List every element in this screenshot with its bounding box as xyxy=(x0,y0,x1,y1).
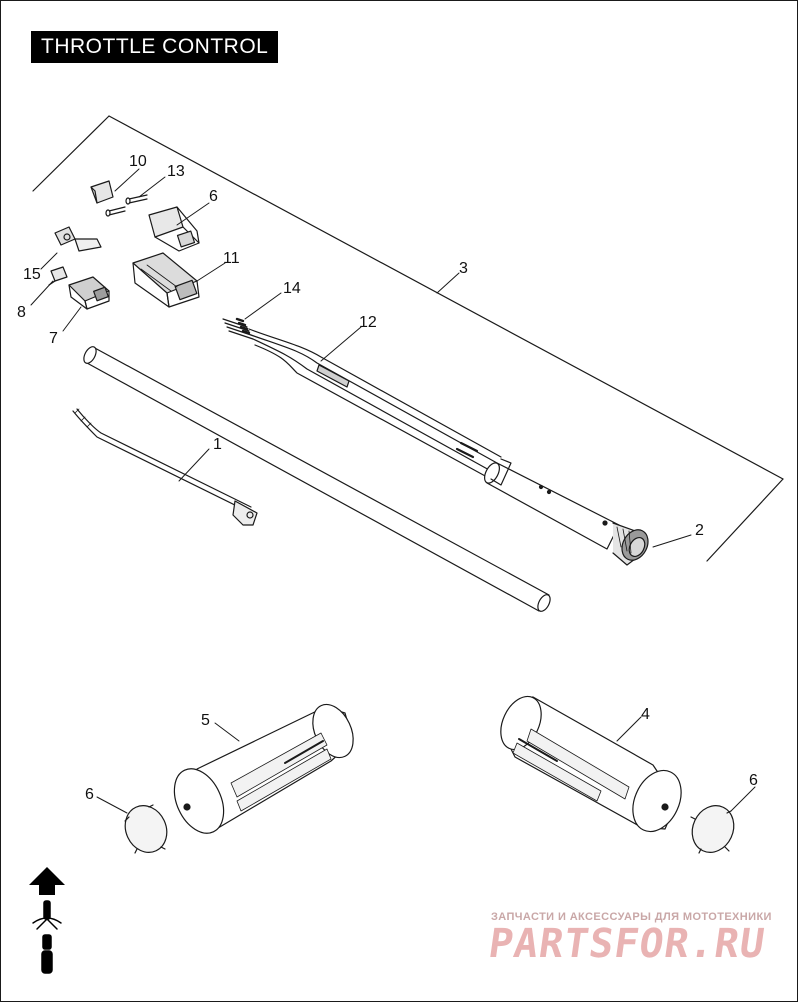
callout-6-right: 6 xyxy=(749,772,758,789)
callout-2: 2 xyxy=(695,522,704,539)
part-6-left-end-cap xyxy=(124,804,168,854)
callout-1: 1 xyxy=(213,436,222,453)
part-5-left-grip xyxy=(173,703,354,834)
callout-labels: 10 13 6 15 11 8 7 14 12 3 1 2 4 5 6 6 xyxy=(17,153,758,803)
callout-14: 14 xyxy=(283,280,301,297)
part-12-harness xyxy=(248,328,502,478)
part-7-connector xyxy=(148,206,200,252)
callout-4: 4 xyxy=(641,706,650,723)
callout-5: 5 xyxy=(201,712,210,729)
part-6-right-end-cap xyxy=(690,805,735,854)
forward-arrow-icon xyxy=(29,867,65,895)
callout-12: 12 xyxy=(359,314,377,331)
sleeve-tube xyxy=(83,346,551,612)
part-4-right-grip xyxy=(500,695,682,833)
watermark-logo: PARTSFOR.RU xyxy=(485,921,769,967)
part-15-terminal xyxy=(54,226,102,252)
callout-13: 13 xyxy=(167,163,185,180)
callout-8: 7 xyxy=(49,330,58,347)
assembly-bracket xyxy=(32,115,784,562)
callout-7: 6 xyxy=(209,188,218,205)
callout-10: 10 xyxy=(129,153,147,170)
callout-11: 11 xyxy=(223,250,240,267)
part-1-cable-strap xyxy=(72,408,258,526)
part-8-connector xyxy=(68,276,110,310)
callout-3: 3 xyxy=(459,260,468,277)
part-10-bracket xyxy=(90,180,114,204)
callout-6-left: 6 xyxy=(85,786,94,803)
motorcycle-icon xyxy=(32,900,62,974)
callout-15: 15 xyxy=(23,266,41,283)
watermark-tagline: ЗАПЧАСТИ И АКСЕССУАРЫ ДЛЯ МОТОТЕХНИКИ xyxy=(491,911,772,923)
part-13-pins xyxy=(105,194,148,217)
leader-lines xyxy=(30,168,756,814)
part-14-wire-terminals xyxy=(222,317,254,340)
callout-9: 8 xyxy=(17,304,26,321)
part-2-throttle-sensor xyxy=(484,458,649,566)
page-title: THROTTLE CONTROL xyxy=(31,31,279,63)
part-11-connector xyxy=(132,252,200,308)
